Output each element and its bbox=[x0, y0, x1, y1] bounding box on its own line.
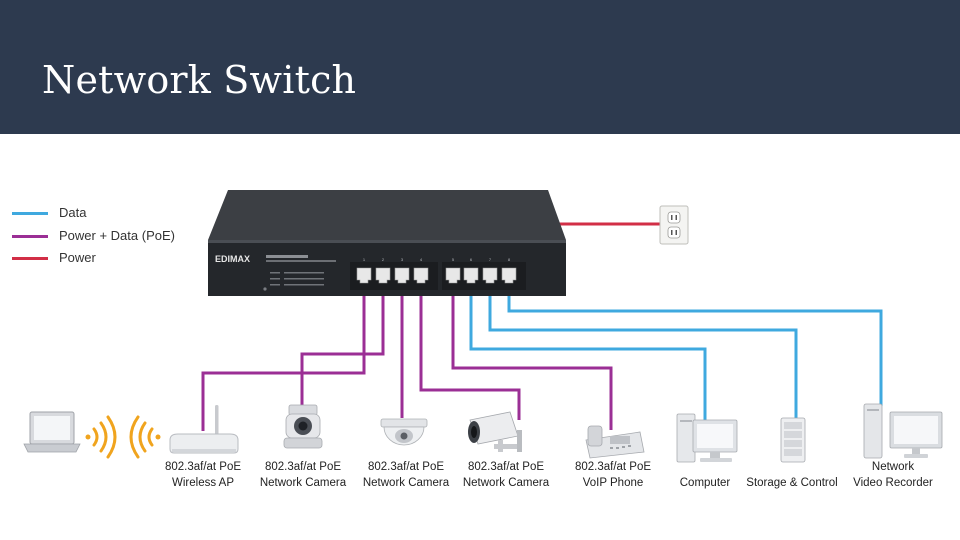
switch-brand: EDIMAX bbox=[215, 254, 250, 264]
caption-line: Network Camera bbox=[362, 477, 450, 489]
port-number: 5 bbox=[452, 257, 455, 262]
device-caption-dome-camera: 802.3af/at PoE Network Camera bbox=[346, 459, 466, 491]
network-diagram: EDIMAX 1 2 3 4 5 6 7 8 bbox=[23, 190, 943, 463]
legend-swatch-power bbox=[12, 257, 48, 260]
storage-icon bbox=[780, 417, 806, 463]
wifi-signal-icon bbox=[85, 415, 161, 459]
legend-label: Power bbox=[59, 250, 96, 265]
voip-phone-icon bbox=[585, 425, 645, 459]
network-switch: EDIMAX 1 2 3 4 5 6 7 8 bbox=[208, 190, 566, 296]
switch-port-labels: 1 2 3 4 5 6 7 8 bbox=[363, 257, 511, 262]
caption-line: 802.3af/at PoE bbox=[367, 461, 445, 473]
wireless-ap-icon bbox=[169, 405, 239, 454]
caption-line: Network bbox=[871, 461, 915, 473]
port-number: 7 bbox=[489, 257, 492, 262]
computer-icon bbox=[676, 413, 738, 463]
device-caption-computer: Computer bbox=[657, 475, 753, 491]
caption-line: 802.3af/at PoE bbox=[467, 461, 545, 473]
device-caption-ptz-camera: 802.3af/at PoE Network Camera bbox=[243, 459, 363, 491]
port-number: 8 bbox=[508, 257, 511, 262]
caption-line: Computer bbox=[679, 477, 731, 489]
power-outlet-icon bbox=[659, 205, 689, 245]
laptop-icon bbox=[23, 411, 81, 453]
caption-line: Video Recorder bbox=[853, 477, 933, 489]
port-number: 2 bbox=[382, 257, 385, 262]
legend-swatch-poe bbox=[12, 234, 48, 238]
device-caption-voip-phone: 802.3af/at PoE VoIP Phone bbox=[553, 459, 673, 491]
bullet-camera-icon bbox=[468, 411, 522, 452]
data-cable-storage bbox=[488, 290, 798, 418]
ptz-camera-icon bbox=[283, 404, 323, 449]
legend-swatch-data bbox=[12, 212, 48, 215]
cables bbox=[201, 222, 883, 431]
caption-line: 802.3af/at PoE bbox=[574, 461, 652, 473]
caption-line: VoIP Phone bbox=[582, 477, 644, 489]
nvr-icon bbox=[863, 403, 943, 459]
caption-line: Network Camera bbox=[462, 477, 550, 489]
device-caption-wireless-ap: 802.3af/at PoE Wireless AP bbox=[140, 459, 266, 491]
caption-line: 802.3af/at PoE bbox=[264, 461, 342, 473]
port-number: 3 bbox=[401, 257, 404, 262]
caption-line: Network Camera bbox=[259, 477, 347, 489]
device-caption-nvr: Network Video Recorder bbox=[840, 459, 946, 491]
switch-ports bbox=[356, 267, 517, 284]
poe-cable-ptz-camera bbox=[300, 290, 385, 406]
poe-cable-bullet-camera bbox=[419, 290, 521, 420]
caption-line: Wireless AP bbox=[172, 477, 234, 489]
port-number: 4 bbox=[420, 257, 423, 262]
caption-line: Storage & Control bbox=[746, 477, 838, 489]
legend-label: Data bbox=[59, 205, 87, 220]
poe-cable-voip-phone bbox=[451, 290, 613, 430]
dome-camera-icon bbox=[380, 418, 428, 446]
device-caption-bullet-camera: 802.3af/at PoE Network Camera bbox=[446, 459, 566, 491]
slide-header: Network Switch bbox=[0, 0, 960, 134]
data-cable-nvr bbox=[507, 290, 883, 406]
caption-line: 802.3af/at PoE bbox=[164, 461, 242, 473]
legend-label: Power + Data (PoE) bbox=[59, 227, 175, 243]
poe-cable-ap bbox=[201, 290, 366, 431]
slide-title: Network Switch bbox=[42, 58, 357, 102]
port-number: 1 bbox=[363, 257, 366, 262]
data-cable-computer bbox=[469, 290, 707, 420]
port-number: 6 bbox=[470, 257, 473, 262]
device-caption-storage: Storage & Control bbox=[736, 475, 848, 491]
